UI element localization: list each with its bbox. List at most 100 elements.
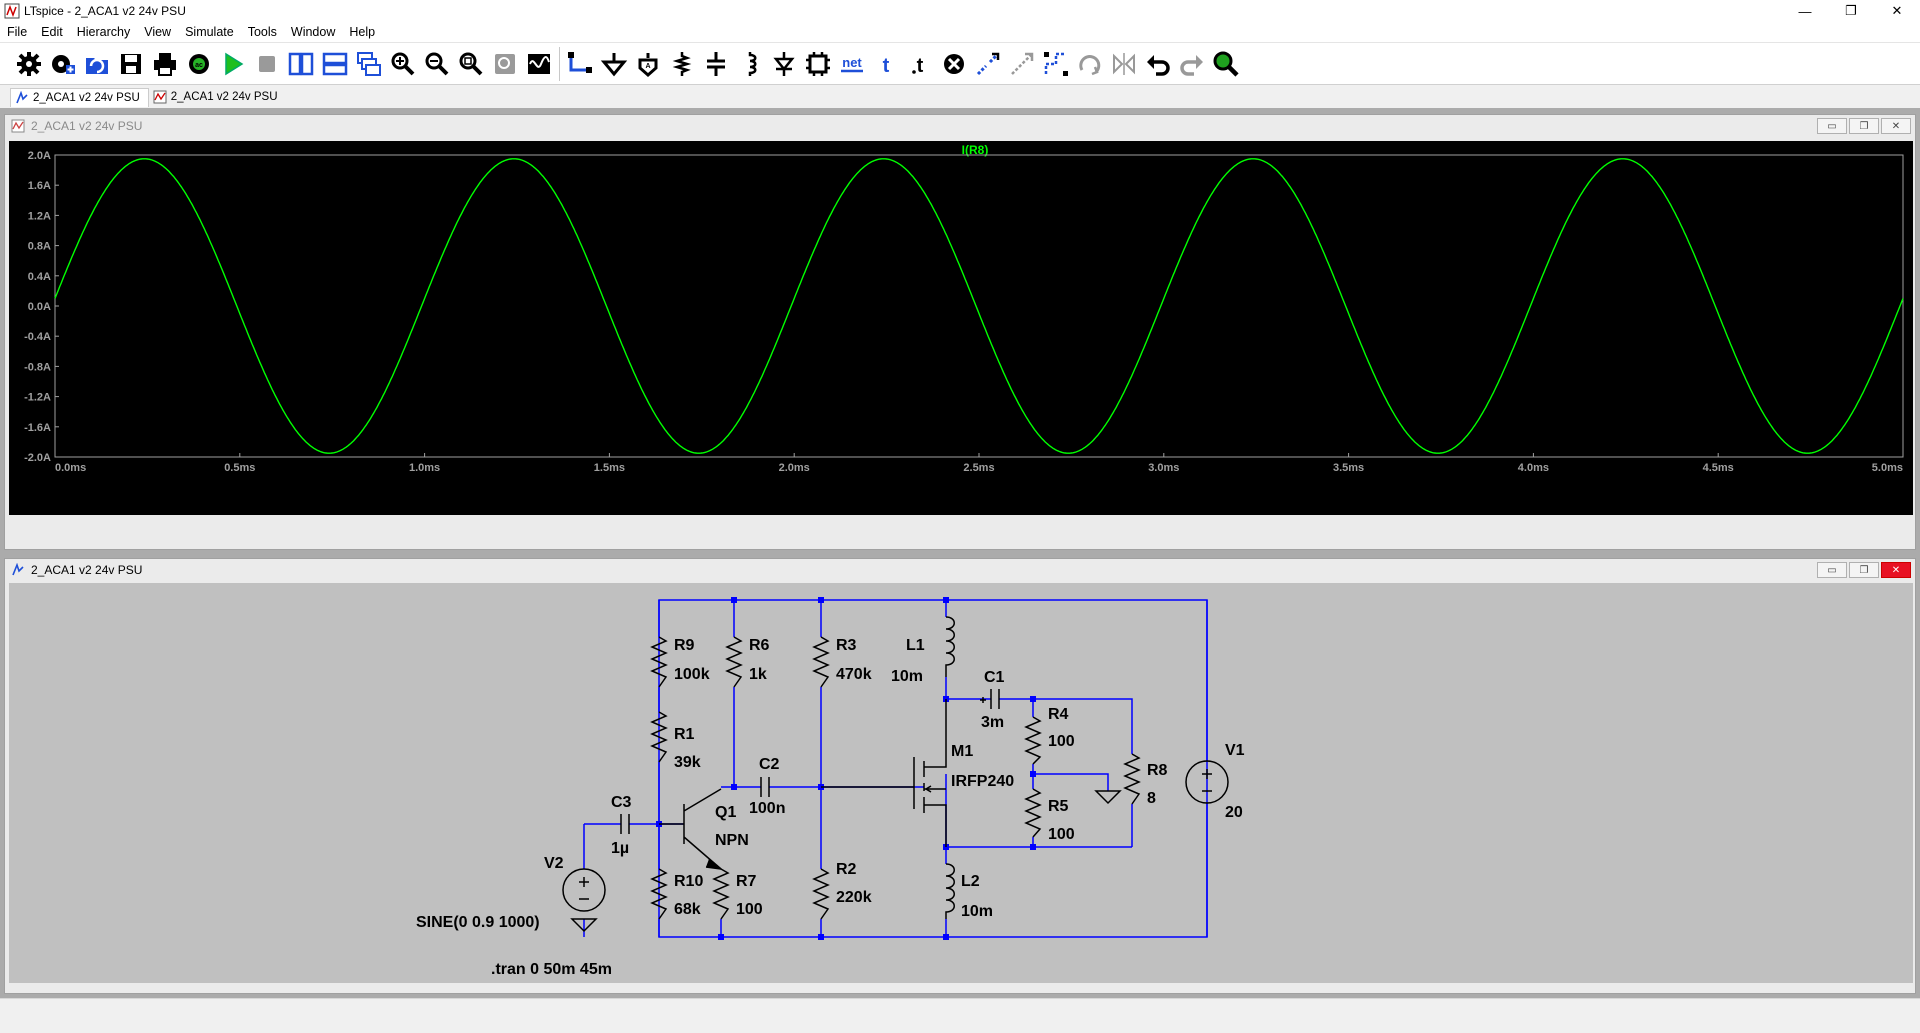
move-button[interactable] <box>1005 47 1039 81</box>
waveform-close-button[interactable]: ✕ <box>1881 118 1911 134</box>
zoom-back-button[interactable] <box>488 47 522 81</box>
menu-hierarchy[interactable]: Hierarchy <box>76 25 131 39</box>
zoom-out-button[interactable] <box>420 47 454 81</box>
resistor-button[interactable] <box>665 47 699 81</box>
mirror-button[interactable] <box>1107 47 1141 81</box>
settings-button[interactable] <box>12 47 46 81</box>
redo-button[interactable] <box>1175 47 1209 81</box>
halt-button[interactable] <box>250 47 284 81</box>
tile-vertical-button[interactable] <box>284 47 318 81</box>
menu-view[interactable]: View <box>144 25 172 39</box>
schematic-minimize-button[interactable]: ▭ <box>1817 562 1847 578</box>
waveform-chart[interactable]: I(R8) 2.0A1.6A1.2A0.8A0.4A0.0A-0.4A-0.8A… <box>9 141 1913 515</box>
schematic-close-button[interactable]: ✕ <box>1881 562 1911 578</box>
schematic-restore-button[interactable]: ❐ <box>1849 562 1879 578</box>
label-L2-value[interactable]: 10m <box>961 903 993 920</box>
label-R7-value[interactable]: 100 <box>736 901 763 918</box>
autorange-button[interactable] <box>522 47 556 81</box>
component-button[interactable] <box>801 47 835 81</box>
label-net-button[interactable]: A <box>631 47 665 81</box>
spice-directive-button[interactable]: t <box>903 47 937 81</box>
label-C1-value[interactable]: 3m <box>981 714 1004 731</box>
label-C1-name[interactable]: C1 <box>984 669 1005 686</box>
waveform-minimize-button[interactable]: ▭ <box>1817 118 1847 134</box>
print-button[interactable] <box>148 47 182 81</box>
label-R8-value[interactable]: 8 <box>1147 790 1156 807</box>
label-L2-name[interactable]: L2 <box>961 873 980 890</box>
waveform-window-titlebar[interactable]: 2_ACA1 v2 24v PSU <box>5 115 1915 137</box>
ground-button[interactable] <box>597 47 631 81</box>
label-R3-value[interactable]: 470k <box>836 666 872 683</box>
label-L1-value[interactable]: 10m <box>891 668 923 685</box>
diode-button[interactable] <box>767 47 801 81</box>
label-R6-value[interactable]: 1k <box>749 666 767 683</box>
components[interactable] <box>562 616 1229 933</box>
maximize-button[interactable]: ❐ <box>1845 3 1857 18</box>
label-Q1-value[interactable]: NPN <box>715 832 749 849</box>
cascade-button[interactable] <box>352 47 386 81</box>
menu-file[interactable]: File <box>7 25 28 39</box>
label-C3-name[interactable]: C3 <box>611 794 632 811</box>
label-V2-value[interactable]: SINE(0 0.9 1000) <box>416 914 540 931</box>
save-button[interactable] <box>114 47 148 81</box>
label-R1-name[interactable]: R1 <box>674 726 695 743</box>
inductor-button[interactable] <box>733 47 767 81</box>
undo-button[interactable] <box>1141 47 1175 81</box>
menu-edit[interactable]: Edit <box>41 25 63 39</box>
label-R6-name[interactable]: R6 <box>749 637 770 654</box>
rotate-button[interactable] <box>1073 47 1107 81</box>
zoom-in-button[interactable] <box>386 47 420 81</box>
new-schematic-button[interactable] <box>46 47 80 81</box>
label-V1-value[interactable]: 20 <box>1225 804 1243 821</box>
label-M1-value[interactable]: IRFP240 <box>951 773 1014 790</box>
label-V2-name[interactable]: V2 <box>544 855 564 872</box>
menu-help[interactable]: Help <box>349 25 376 39</box>
wire-button[interactable] <box>563 47 597 81</box>
label-R5-value[interactable]: 100 <box>1048 826 1075 843</box>
label-R8-name[interactable]: R8 <box>1147 762 1168 779</box>
label-R3-name[interactable]: R3 <box>836 637 857 654</box>
find-button[interactable] <box>1209 47 1243 81</box>
capacitor-button[interactable] <box>699 47 733 81</box>
delete-button[interactable] <box>937 47 971 81</box>
label-R9-name[interactable]: R9 <box>674 637 695 654</box>
label-R2-value[interactable]: 220k <box>836 889 872 906</box>
label-M1-name[interactable]: M1 <box>951 743 973 760</box>
label-V1-name[interactable]: V1 <box>1225 742 1245 759</box>
menu-simulate[interactable]: Simulate <box>185 25 234 39</box>
open-button[interactable] <box>80 47 114 81</box>
drag-button[interactable] <box>1039 47 1073 81</box>
label-C3-value[interactable]: 1µ <box>611 840 629 857</box>
tab-waveform[interactable]: 2_ACA1 v2 24v PSU <box>149 88 286 106</box>
close-button[interactable]: ✕ <box>1891 3 1903 18</box>
text-button[interactable]: t <box>869 47 903 81</box>
label-R10-name[interactable]: R10 <box>674 873 703 890</box>
schematic-window[interactable]: 2_ACA1 v2 24v PSU ▭ ❐ ✕ <box>4 558 1916 994</box>
label-R2-name[interactable]: R2 <box>836 861 857 878</box>
menu-tools[interactable]: Tools <box>247 25 277 39</box>
label-R9-value[interactable]: 100k <box>674 666 710 683</box>
run-button[interactable] <box>216 47 250 81</box>
tile-horizontal-button[interactable] <box>318 47 352 81</box>
zoom-fit-button[interactable] <box>454 47 488 81</box>
label-R5-name[interactable]: R5 <box>1048 798 1069 815</box>
menu-window[interactable]: Window <box>290 25 336 39</box>
trace-label-I(R8)[interactable]: I(R8) <box>962 143 989 157</box>
tab-schematic[interactable]: 2_ACA1 v2 24v PSU <box>10 87 149 107</box>
label-R4-value[interactable]: 100 <box>1048 733 1075 750</box>
label-R7-name[interactable]: R7 <box>736 873 757 890</box>
label-C2-name[interactable]: C2 <box>759 756 780 773</box>
minimize-button[interactable]: — <box>1798 3 1812 19</box>
label-R1-value[interactable]: 39k <box>674 754 701 771</box>
net-button[interactable]: net <box>835 47 869 81</box>
spice-directive[interactable]: .tran 0 50m 45m <box>491 961 612 978</box>
label-R10-value[interactable]: 68k <box>674 901 701 918</box>
label-C2-value[interactable]: 100n <box>749 800 785 817</box>
label-Q1-name[interactable]: Q1 <box>715 804 736 821</box>
schematic-canvas[interactable]: R9 100k R6 1k R3 470k L1 10m C1 3m R4 10… <box>9 583 1913 983</box>
control-panel-button[interactable]: ac <box>182 47 216 81</box>
schematic-drawing[interactable]: R9 100k R6 1k R3 470k L1 10m C1 3m R4 10… <box>9 583 1913 983</box>
schematic-window-titlebar[interactable]: 2_ACA1 v2 24v PSU <box>5 559 1915 581</box>
